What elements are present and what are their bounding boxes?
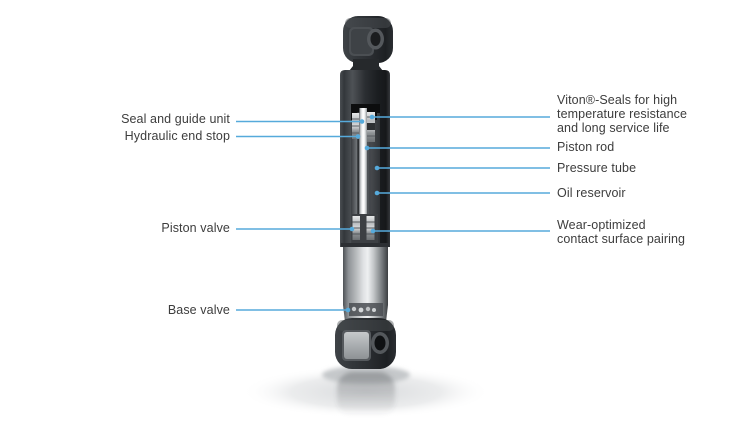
leader-pressure-tube (374, 165, 550, 171)
label-base-valve: Base valve (167, 303, 230, 317)
leader-hydraulic-end-stop (236, 134, 361, 139)
shock-absorber-illustration (335, 16, 396, 369)
label-wear-optimized: Wear-optimized contact surface pairing (557, 218, 686, 246)
leader-wear-optimized (370, 228, 550, 234)
leader-lines (236, 114, 550, 313)
base-valve-part (349, 303, 383, 316)
label-viton-seals: Viton®-Seals for high temperature resist… (557, 93, 688, 135)
bottom-eyelet-mount (335, 318, 396, 369)
inner-tube-wall-right (369, 140, 371, 244)
leader-piston-rod (364, 145, 550, 151)
leader-oil-reservoir (374, 190, 550, 196)
label-pressure-tube: Pressure tube (557, 161, 637, 175)
inner-tube-wall-left (357, 112, 360, 244)
bottom-bushing-window (344, 332, 369, 359)
label-hydraulic-end-stop: Hydraulic end stop (124, 129, 230, 143)
label-oil-reservoir: Oil reservoir (557, 186, 626, 200)
label-piston-valve: Piston valve (161, 221, 230, 235)
leader-piston-valve (236, 226, 355, 232)
top-neck (349, 59, 383, 71)
eyelet-reflection (337, 372, 395, 416)
floor-reflection (241, 366, 491, 418)
leader-seal-and-guide-unit (236, 119, 365, 124)
leader-viton-seals (369, 114, 550, 120)
top-eye-hole (370, 32, 381, 46)
leader-base-valve (236, 307, 351, 313)
bottom-eye-hole (374, 335, 386, 351)
seal-guide-unit-part (352, 113, 359, 139)
piston-rod-part (359, 108, 367, 234)
label-piston-rod: Piston rod (557, 140, 615, 154)
label-seal-and-guide-unit: Seal and guide unit (121, 112, 230, 126)
top-eyelet-mount (343, 16, 393, 63)
